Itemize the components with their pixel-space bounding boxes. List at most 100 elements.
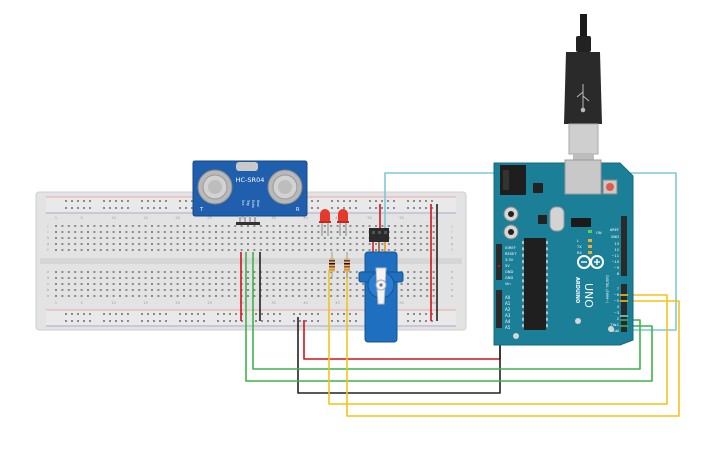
breadboard-row-letter: a bbox=[47, 294, 49, 298]
analog-label-a0: A0 bbox=[505, 295, 511, 300]
breadboard-row-letter: c bbox=[451, 282, 453, 286]
wire-endpoints bbox=[498, 265, 628, 327]
breadboard-column-number: 20 bbox=[175, 216, 179, 220]
digital-label-5: ~5 bbox=[614, 299, 619, 303]
digital-label-8: 8 bbox=[617, 272, 620, 276]
sensor-pin-labels: Vcc Trig Echo Gnd bbox=[241, 199, 260, 208]
l-label: L bbox=[577, 239, 579, 243]
breadboard-row-letter: e bbox=[47, 270, 49, 274]
breadboard-row-letter: h bbox=[451, 236, 453, 240]
digital-label-13: 13 bbox=[614, 242, 619, 246]
breadboard-holes bbox=[55, 200, 435, 322]
led-red-1[interactable] bbox=[319, 209, 331, 236]
digital-header-label: DIGITAL (PWM~) bbox=[605, 275, 609, 304]
power-label-gnd1: GND bbox=[505, 270, 513, 274]
breadboard-row-letter: i bbox=[452, 230, 453, 234]
breadboard-row-letter: d bbox=[451, 276, 453, 280]
breadboard-column-number: 10 bbox=[111, 216, 115, 220]
analog-label-a3: A3 bbox=[505, 313, 511, 318]
analog-label-a5: A5 bbox=[505, 325, 511, 330]
digital-label-rx0: RX◂0 bbox=[610, 329, 620, 333]
power-label-reset: RESET bbox=[505, 252, 517, 256]
power-label-3v3: 3.3V bbox=[505, 258, 514, 262]
breadboard-column-number: 30 bbox=[239, 216, 243, 220]
wire-green-echo[interactable] bbox=[252, 252, 641, 370]
breadboard-row-letter: a bbox=[451, 294, 453, 298]
arduino-brand: ARDUINO bbox=[574, 277, 580, 303]
breadboard-column-number: 60 bbox=[431, 216, 435, 220]
sensor-pin-trig: Trig bbox=[246, 199, 250, 206]
digital-label-10: ~10 bbox=[611, 260, 619, 264]
led-red-2[interactable] bbox=[337, 209, 349, 236]
resistor-2[interactable] bbox=[344, 252, 350, 278]
on-label: ON bbox=[596, 231, 602, 235]
breadboard-column-number: 1 bbox=[55, 301, 57, 305]
usb-cable[interactable] bbox=[564, 14, 602, 164]
wire-yellow-led2[interactable] bbox=[346, 270, 680, 417]
breadboard-row-letter: g bbox=[451, 242, 453, 246]
analog-label-a4: A4 bbox=[505, 319, 511, 324]
breadboard-column-number: 25 bbox=[207, 301, 211, 305]
power-label-5v: 5V bbox=[505, 264, 510, 268]
digital-label-2: 2 bbox=[617, 317, 619, 321]
digital-label-4: 4 bbox=[617, 305, 620, 309]
wire-yellow-led1[interactable] bbox=[328, 270, 668, 405]
breadboard-column-number: 40 bbox=[303, 216, 307, 220]
breadboard-row-letter: g bbox=[47, 242, 49, 246]
breadboard-column-number: 45 bbox=[335, 216, 339, 220]
digital-label-3: ~3 bbox=[614, 311, 619, 315]
digital-label-9: ~9 bbox=[614, 266, 620, 270]
breadboard-row-letter: j bbox=[451, 224, 453, 228]
sensor-label-r: R bbox=[296, 207, 300, 213]
breadboard-column-number: 35 bbox=[271, 216, 275, 220]
breadboard-column-number: 5 bbox=[81, 301, 83, 305]
breadboard-column-number: 55 bbox=[399, 301, 403, 305]
breadboard-column-number: 15 bbox=[143, 301, 147, 305]
breadboard-column-number: 50 bbox=[367, 216, 371, 220]
sensor-label-t: T bbox=[199, 207, 204, 213]
servo-motor[interactable] bbox=[358, 228, 404, 343]
arduino-atmega-chip bbox=[524, 238, 546, 330]
power-label-gnd2: GND bbox=[505, 276, 513, 280]
sensor-pin-vcc: Vcc bbox=[241, 200, 245, 206]
arduino-analog-labels: A0 A1 A2 A3 A4 A5 bbox=[505, 295, 511, 330]
breadboard-column-number: 1 bbox=[55, 216, 57, 220]
analog-label-a2: A2 bbox=[505, 307, 511, 312]
breadboard-column-number: 15 bbox=[143, 216, 147, 220]
breadboard-column-number: 40 bbox=[303, 301, 307, 305]
digital-label-aref: AREF bbox=[610, 228, 619, 232]
breadboard-column-number: 5 bbox=[81, 216, 83, 220]
breadboard-column-number: 35 bbox=[271, 301, 275, 305]
breadboard-row-letter: b bbox=[451, 288, 453, 292]
breadboard-row-letter: h bbox=[47, 236, 49, 240]
usb-icon bbox=[576, 84, 590, 113]
ultrasonic-sensor[interactable]: HC-SR04 T R Vcc Trig Echo Gnd bbox=[192, 160, 308, 225]
arduino-uno[interactable]: IOREF RESET 3.3V 5V GND GND Vin A0 A1 A2… bbox=[493, 159, 634, 346]
sensor-pin-echo: Echo bbox=[251, 200, 255, 208]
transducer-right bbox=[267, 169, 303, 205]
arduino-digital-labels: AREF GND 13 12 ~11 ~10 ~9 8 7 ~6 ~5 4 ~3… bbox=[609, 228, 619, 333]
breadboard-column-number: 55 bbox=[399, 216, 403, 220]
power-label-ioref: IOREF bbox=[505, 246, 516, 250]
breadboard-row-letter: j bbox=[47, 224, 49, 228]
arduino-power-labels: IOREF RESET 3.3V 5V GND GND Vin bbox=[505, 246, 517, 286]
breadboard-row-letter: f bbox=[451, 248, 453, 252]
digital-label-6: ~6 bbox=[614, 293, 620, 297]
resistor-1[interactable] bbox=[329, 252, 335, 278]
arduino-usb-port[interactable] bbox=[564, 159, 602, 195]
breadboard-row-letter: d bbox=[47, 276, 49, 280]
arduino-model: UNO bbox=[582, 283, 595, 308]
breadboard-column-number: 60 bbox=[431, 301, 435, 305]
digital-label-7: 7 bbox=[617, 287, 619, 291]
breadboard[interactable]: 1155101015152020252530303535404045455050… bbox=[35, 191, 467, 331]
power-label-vin: Vin bbox=[505, 282, 511, 286]
breadboard-row-letter: i bbox=[48, 230, 49, 234]
digital-label-12: 12 bbox=[614, 248, 619, 252]
breadboard-column-number: 20 bbox=[175, 301, 179, 305]
transducer-left bbox=[197, 169, 233, 205]
wire-green-trig[interactable] bbox=[245, 252, 653, 382]
breadboard-row-letter: b bbox=[47, 288, 49, 292]
breadboard-row-letter: c bbox=[47, 282, 49, 286]
